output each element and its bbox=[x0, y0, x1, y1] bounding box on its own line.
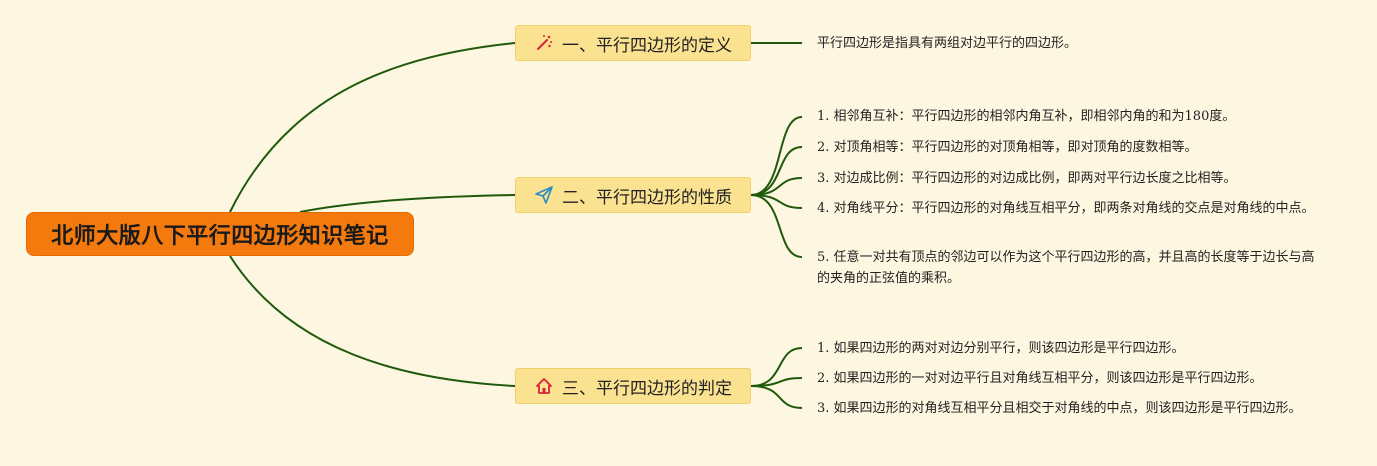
connector-branch-3-leaf-3 bbox=[750, 385, 803, 409]
branch-definition-label: 一、平行四边形的定义 bbox=[562, 35, 732, 56]
branch-definition[interactable]: 一、平行四边形的定义 bbox=[515, 25, 751, 61]
leaf-criteria-3[interactable]: 3. 如果四边形的对角线互相平分且相交于对角线的中点，则该四边形是平行四边形。 bbox=[817, 401, 1302, 416]
magic-wand-icon bbox=[534, 33, 554, 53]
connector-root-branch-3 bbox=[229, 255, 516, 387]
connector-branch-3-leaf-1 bbox=[750, 347, 803, 387]
leaf-criteria-1[interactable]: 1. 如果四边形的两对对边分别平行，则该四边形是平行四边形。 bbox=[817, 341, 1185, 356]
branch-properties-label: 二、平行四边形的性质 bbox=[562, 187, 732, 208]
connector-root-branch-1 bbox=[229, 42, 516, 213]
leaf-criteria-2[interactable]: 2. 如果四边形的一对对边平行且对角线互相平分，则该四边形是平行四边形。 bbox=[817, 371, 1263, 386]
leaf-definition-1[interactable]: 平行四边形是指具有两组对边平行的四边形。 bbox=[817, 36, 1078, 51]
leaf-properties-1[interactable]: 1. 相邻角互补：平行四边形的相邻内角互补，即相邻内角的和为180度。 bbox=[817, 109, 1236, 124]
root-topic-label: 北师大版八下平行四边形知识笔记 bbox=[51, 224, 389, 249]
connector-branch-2-leaf-2 bbox=[750, 146, 803, 196]
connector-branch-2-leaf-4 bbox=[750, 194, 803, 209]
leaf-properties-5[interactable]: 5. 任意一对共有顶点的邻边可以作为这个平行四边形的高，并且高的长度等于边长与高… bbox=[817, 250, 1315, 286]
connector-branch-2-leaf-5 bbox=[750, 194, 803, 258]
connector-root-branch-2 bbox=[299, 194, 516, 213]
leaf-properties-3[interactable]: 3. 对边成比例：平行四边形的对边成比例，即两对平行边长度之比相等。 bbox=[817, 171, 1237, 186]
branch-criteria[interactable]: 三、平行四边形的判定 bbox=[515, 368, 751, 404]
leaf-properties-2[interactable]: 2. 对顶角相等：平行四边形的对顶角相等，即对顶角的度数相等。 bbox=[817, 140, 1198, 155]
branch-criteria-label: 三、平行四边形的判定 bbox=[562, 378, 732, 399]
branch-properties[interactable]: 二、平行四边形的性质 bbox=[515, 177, 751, 213]
connector-branch-2-leaf-1 bbox=[750, 116, 803, 196]
root-topic[interactable]: 北师大版八下平行四边形知识笔记 bbox=[26, 212, 414, 256]
home-icon bbox=[534, 376, 554, 396]
paper-plane-icon bbox=[534, 185, 554, 205]
leaf-properties-4[interactable]: 4. 对角线平分：平行四边形的对角线互相平分，即两条对角线的交点是对角线的中点。 bbox=[817, 201, 1315, 216]
